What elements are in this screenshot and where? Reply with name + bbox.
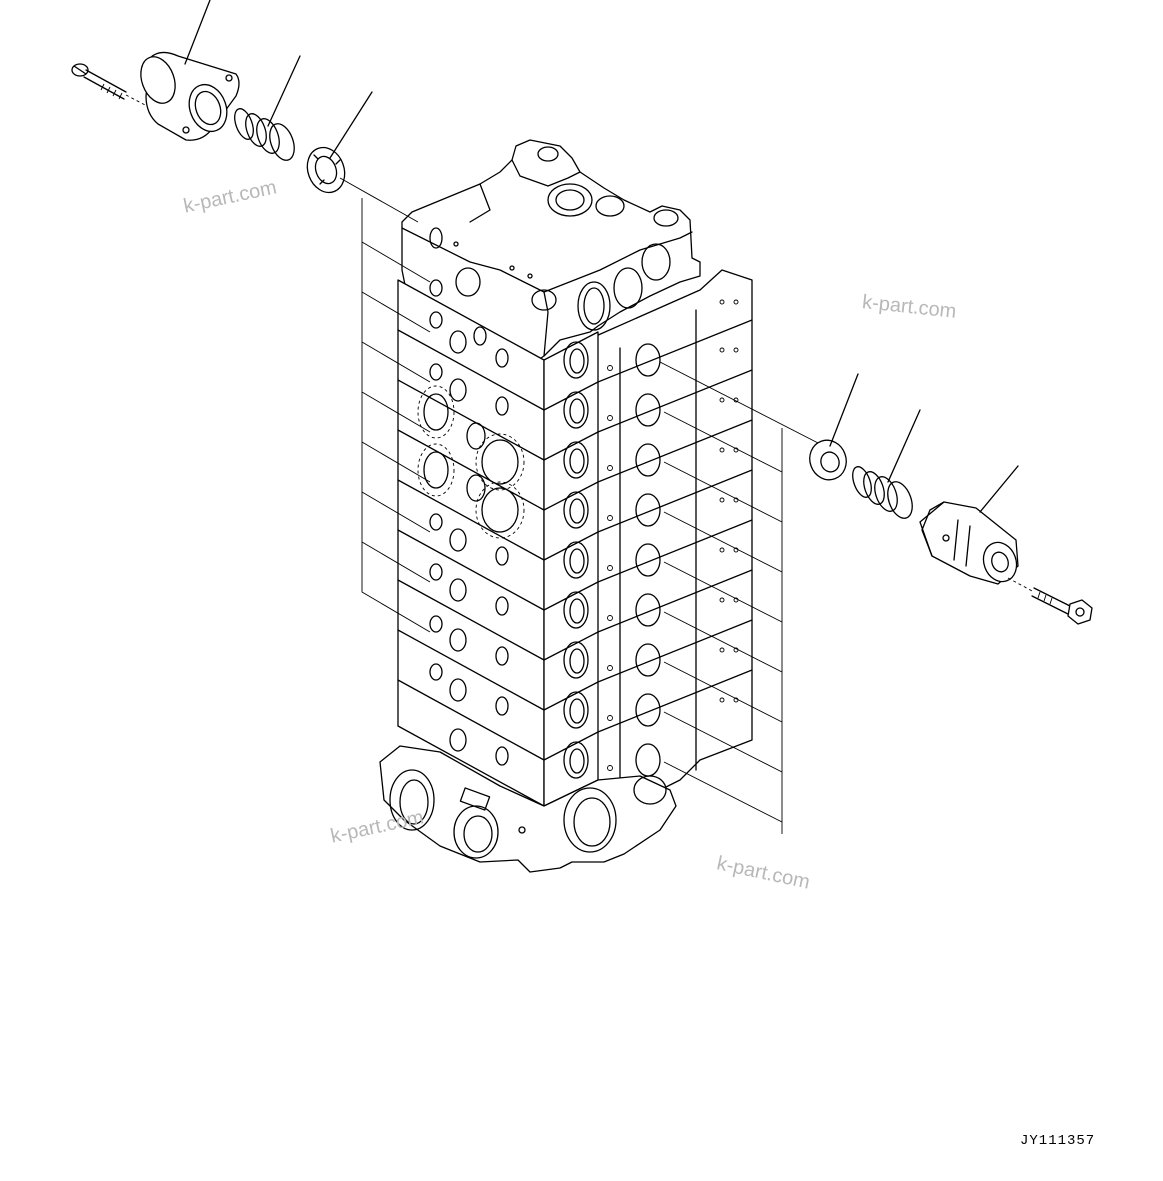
valve-bottom-base	[379, 745, 677, 873]
right-spring	[852, 466, 913, 519]
valve-front-face	[397, 279, 545, 807]
leader-line	[829, 373, 859, 447]
valve-front-ports	[417, 311, 525, 766]
valve-side-face	[543, 331, 599, 807]
right-bolt	[1007, 577, 1093, 625]
left-parts-group	[71, 0, 373, 194]
leader-line	[267, 55, 301, 127]
leader-line	[979, 465, 1019, 513]
right-end-cap	[919, 501, 1019, 585]
right-bracket-lines	[659, 361, 821, 834]
valve-section-lines	[397, 319, 753, 761]
left-bracket-lines	[339, 177, 431, 633]
right-parts-group	[809, 373, 1093, 625]
control-valve-body	[379, 139, 753, 873]
right-ring	[809, 439, 847, 481]
left-spring	[234, 108, 295, 161]
left-flange-cover	[140, 51, 240, 141]
leader-line	[184, 0, 211, 65]
drawing-code: JY111357	[1020, 1133, 1096, 1149]
leader-line	[887, 409, 921, 483]
valve-side-ports	[563, 341, 589, 779]
left-ring	[306, 146, 346, 194]
leader-line	[329, 91, 373, 159]
valve-right-ports	[607, 299, 739, 777]
